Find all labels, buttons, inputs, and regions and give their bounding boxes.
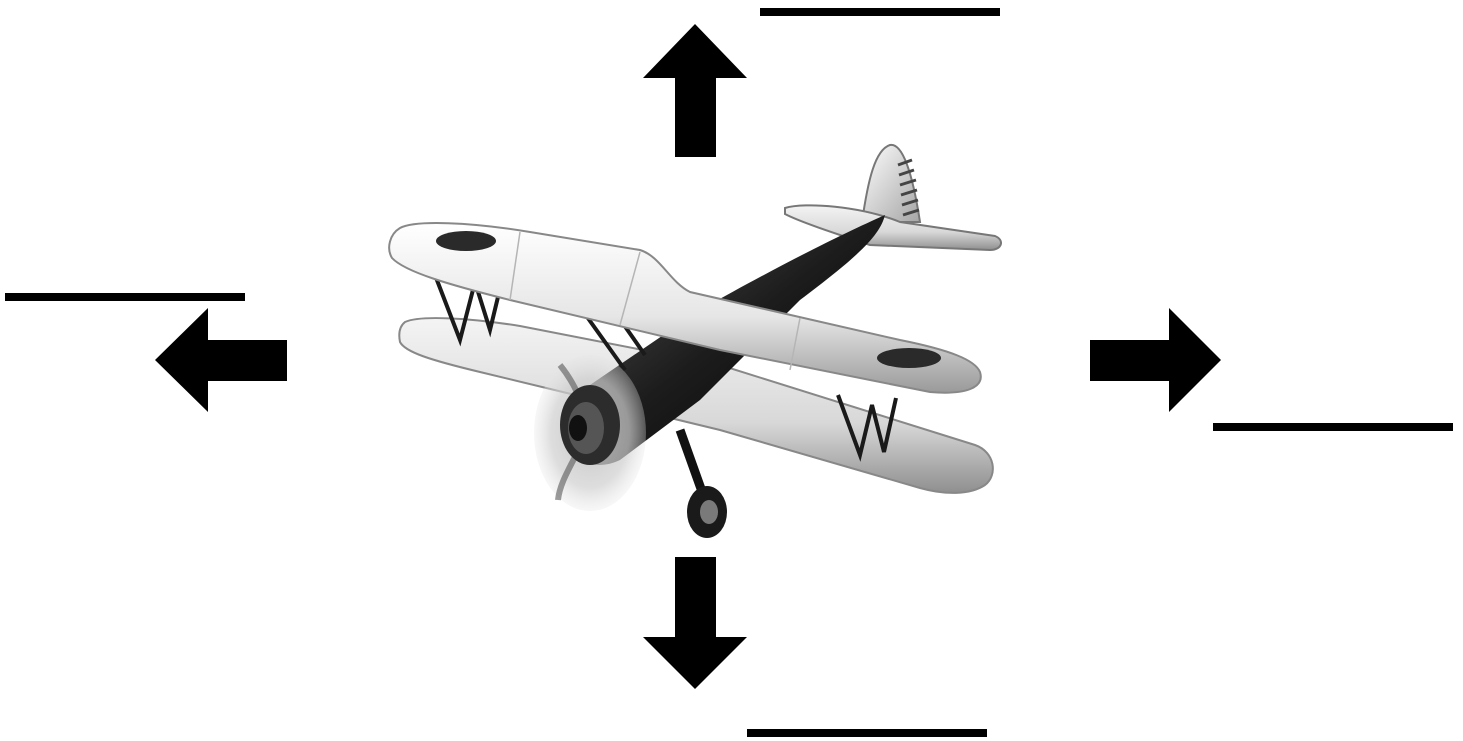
biplane-icon — [389, 145, 1001, 538]
arrow-down-icon — [643, 557, 747, 689]
blank-line-bottom[interactable] — [747, 729, 987, 737]
blank-line-left[interactable] — [5, 293, 245, 301]
arrow-up-icon — [643, 24, 747, 157]
arrow-left-icon — [155, 308, 287, 412]
blank-line-right[interactable] — [1213, 423, 1453, 431]
arrow-right-icon — [1090, 308, 1221, 412]
blank-line-top[interactable] — [760, 8, 1000, 16]
